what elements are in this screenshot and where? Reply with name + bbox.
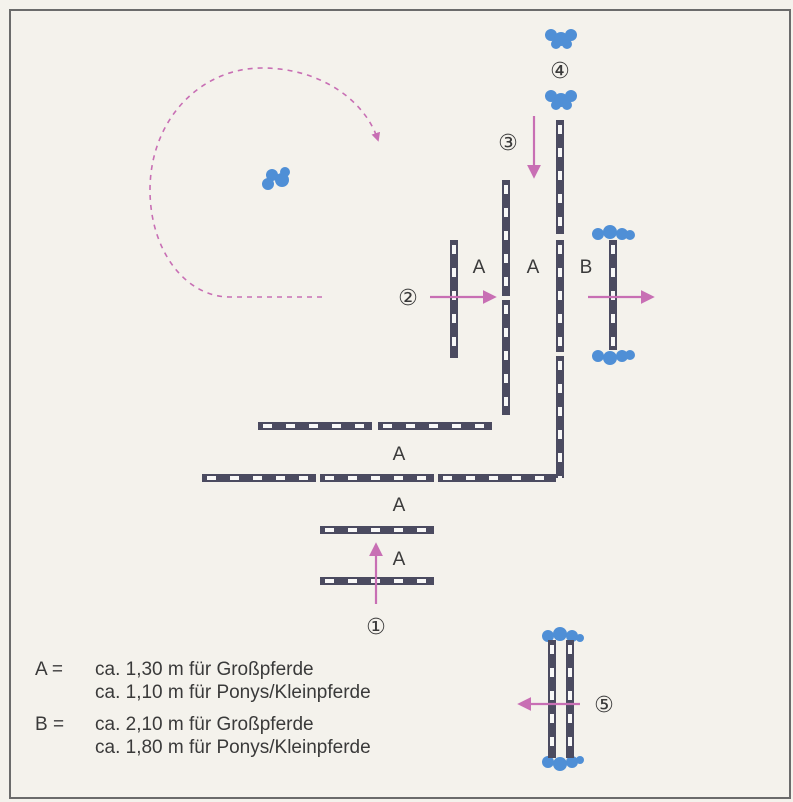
flower-decoration	[592, 225, 635, 240]
step-number-3: ③	[498, 131, 518, 156]
legend-key: A =	[35, 659, 63, 680]
distance-label-b: B	[580, 257, 593, 278]
circle-path-arrow	[149, 67, 381, 298]
legend-line: ca. 2,10 m für Großpferde	[95, 714, 314, 735]
distance-legend: A = ca. 1,30 m für Großpferde ca. 1,10 m…	[35, 658, 371, 768]
legend-entry-a: A = ca. 1,30 m für Großpferde ca. 1,10 m…	[35, 658, 371, 704]
distance-label-a: A	[393, 549, 406, 570]
flower-decoration	[542, 756, 584, 771]
poles	[202, 120, 617, 758]
distance-label-a: A	[473, 257, 486, 278]
legend-key: B =	[35, 714, 65, 735]
legend-line: ca. 1,80 m für Ponys/Kleinpferde	[95, 737, 371, 758]
flower-decoration	[545, 90, 577, 110]
legend-line: ca. 1,10 m für Ponys/Kleinpferde	[95, 682, 371, 703]
step-number-4: ④	[550, 59, 570, 84]
flower-decoration	[545, 29, 577, 49]
distance-label-a: A	[527, 257, 540, 278]
distance-label-a: A	[393, 495, 406, 516]
flower-decoration	[262, 167, 290, 190]
flower-decoration	[592, 350, 635, 365]
step-number-2: ②	[398, 286, 418, 311]
legend-line: ca. 1,30 m für Großpferde	[95, 659, 314, 680]
flower-decoration	[542, 627, 584, 642]
diagram-frame	[9, 9, 791, 799]
legend-entry-b: B = ca. 2,10 m für Großpferde ca. 1,80 m…	[35, 713, 371, 759]
step-number-1: ①	[366, 615, 386, 640]
distance-label-a: A	[393, 444, 406, 465]
step-number-5: ⑤	[594, 693, 614, 718]
